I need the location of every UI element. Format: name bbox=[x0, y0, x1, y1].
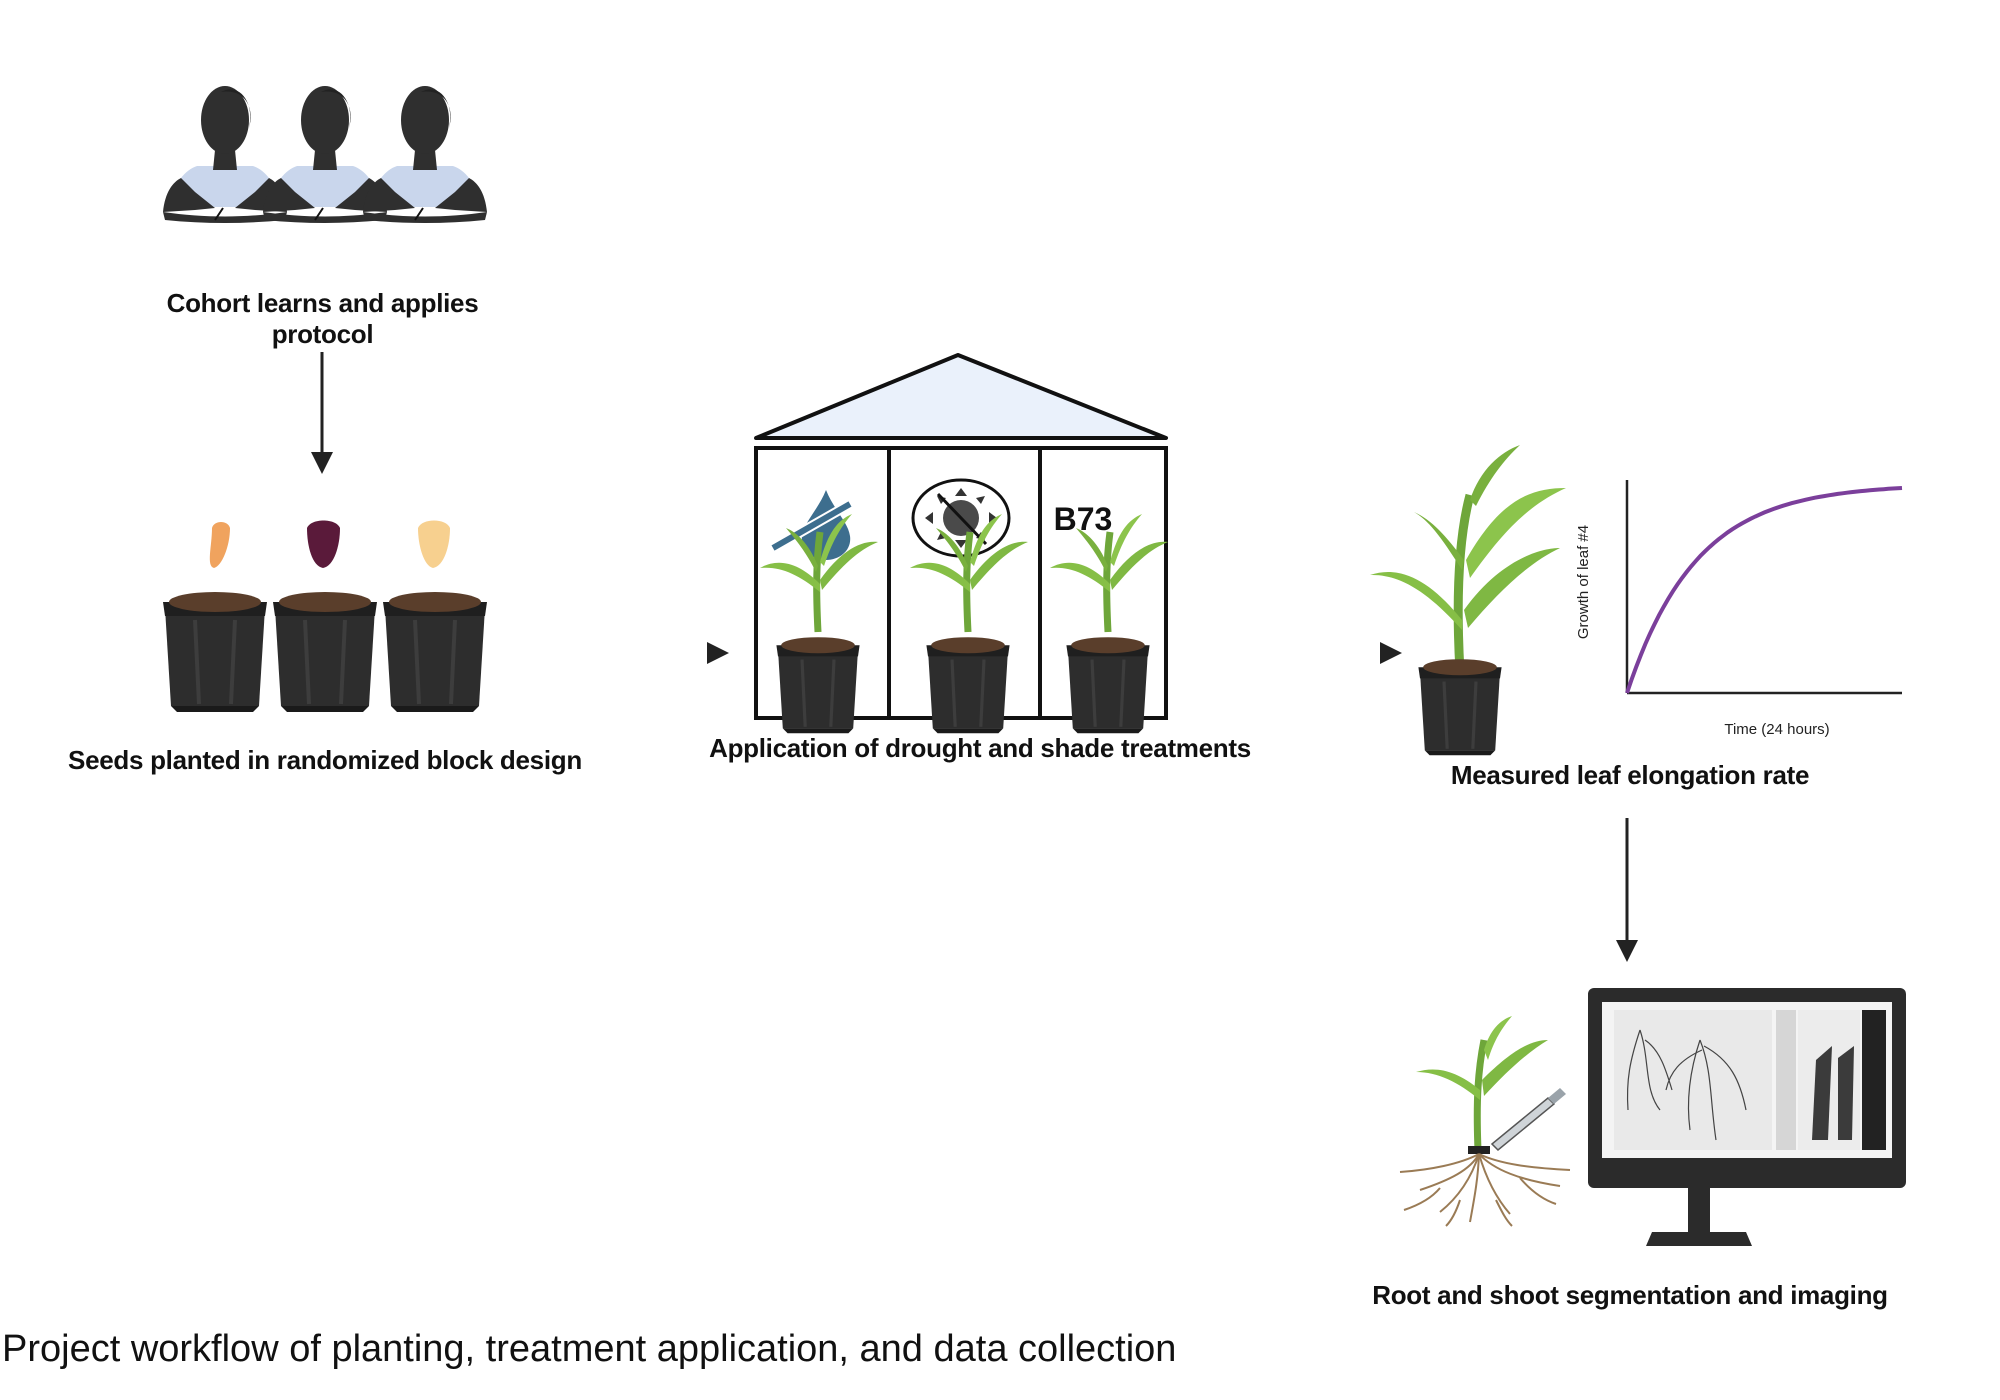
monitor-icon bbox=[1588, 988, 1906, 1246]
seed-icon bbox=[418, 520, 450, 568]
pot-icon bbox=[774, 635, 862, 735]
step-label-elongation: Measured leaf elongation rate bbox=[1450, 760, 1810, 790]
chart-xlabel: Time (24 hours) bbox=[1724, 721, 1829, 738]
pot-icon bbox=[1064, 635, 1152, 735]
step-label-treatments: Application of drought and shade treatme… bbox=[709, 733, 1251, 763]
step-label-cohort: Cohort learns and applies protocol bbox=[166, 288, 479, 349]
greenhouse-icon: B73 bbox=[754, 353, 1168, 735]
person-icon bbox=[362, 85, 488, 224]
pot-icon bbox=[271, 590, 379, 714]
pot-icon bbox=[381, 590, 489, 714]
pot-icon bbox=[924, 635, 1012, 735]
step-label-imaging: Root and shoot segmentation and imaging bbox=[1372, 1280, 1888, 1310]
no-sun-icon bbox=[911, 478, 1011, 558]
growth-chart: Growth of leaf #4 Time (24 hours) bbox=[1575, 480, 1903, 738]
scalpel-icon bbox=[1490, 1088, 1566, 1152]
growth-curve bbox=[1625, 486, 1903, 694]
seed-icon bbox=[209, 522, 230, 568]
pot-icon bbox=[1416, 657, 1504, 757]
roots-plant bbox=[1399, 1016, 1571, 1227]
roots-icon bbox=[1399, 1153, 1571, 1227]
seeds-group bbox=[161, 520, 489, 714]
no-water-icon bbox=[770, 490, 853, 560]
step-label-seeds: Seeds planted in randomized block design bbox=[68, 745, 582, 775]
figure-caption: Project workflow of planting, treatment … bbox=[2, 1328, 1177, 1370]
cohort-group bbox=[162, 85, 488, 224]
chart-ylabel: Growth of leaf #4 bbox=[1575, 525, 1592, 639]
pot-icon bbox=[161, 590, 269, 714]
seed-icon bbox=[307, 520, 340, 568]
genotype-tag: B73 bbox=[1054, 501, 1113, 537]
elongation-plant bbox=[1370, 445, 1566, 757]
